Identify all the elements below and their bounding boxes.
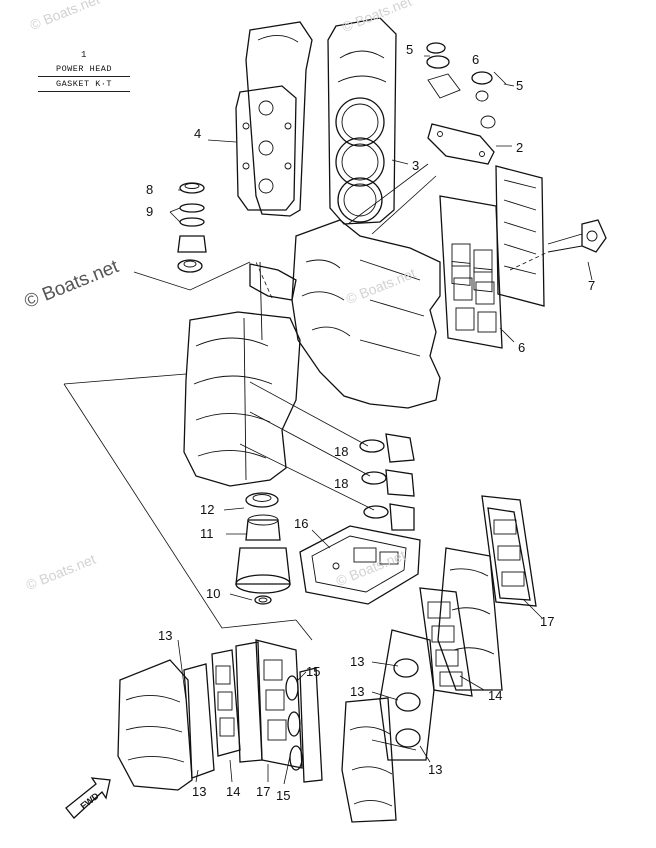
callout-18-top: 18 — [334, 444, 348, 459]
o-rings-part-13-right — [393, 658, 421, 748]
callout-11: 11 — [200, 526, 214, 541]
callout-5-right: 5 — [516, 78, 523, 93]
power-head-base-gasket-part-16 — [299, 525, 421, 605]
thermostat-parts-5-6 — [426, 42, 496, 129]
callout-6-top: 6 — [472, 52, 479, 67]
carburetor-left-rear — [299, 667, 323, 783]
reed-valve-gasket-part-14-right — [419, 587, 473, 697]
lower-seal-parts-10-11-12 — [235, 492, 291, 605]
power-head-gasket-kit-label: 1 POWER HEAD GASKET K·T — [34, 48, 134, 92]
cover-gaskets-part-18 — [359, 433, 415, 531]
callout-10: 10 — [206, 586, 220, 601]
callout-14-left: 14 — [226, 784, 240, 799]
callout-4: 4 — [194, 126, 201, 141]
intake-gasket-part-17-right — [481, 495, 537, 607]
carburetor-left — [117, 659, 215, 791]
kit-title-line1: POWER HEAD — [55, 64, 112, 74]
exhaust-cover-plate — [495, 165, 545, 307]
thermostat-cover-gasket-part-2 — [427, 123, 495, 165]
callout-17-left: 17 — [256, 784, 270, 799]
carburetor-right — [341, 697, 397, 823]
callout-2: 2 — [516, 140, 523, 155]
forward-arrow: FWD — [65, 777, 111, 819]
callout-13-right-3: 13 — [428, 762, 442, 777]
cylinder-head-cover-part-4 — [235, 21, 313, 217]
kit-title-line2: GASKET K·T — [55, 79, 112, 89]
water-pressure-valve-part-7 — [509, 219, 607, 271]
crankcase-block — [183, 219, 441, 487]
callout-6-right: 6 — [518, 340, 525, 355]
callout-labels: 2 3 4 5 5 6 6 7 8 9 10 11 12 13 13 13 13… — [146, 42, 595, 803]
callout-17-right: 17 — [540, 614, 554, 629]
callout-9: 9 — [146, 204, 153, 219]
callout-13-left-bottom: 13 — [192, 784, 206, 799]
callout-5-top: 5 — [406, 42, 413, 57]
o-rings-part-15-left — [285, 675, 303, 771]
callout-12: 12 — [200, 502, 214, 517]
kit-underline-2 — [38, 91, 130, 92]
callout-8: 8 — [146, 182, 153, 197]
callout-13-right-1: 13 — [350, 654, 364, 669]
callout-15-bottom: 15 — [276, 788, 290, 803]
exhaust-gasket-part-6 — [439, 195, 503, 349]
kit-part-number: 1 — [81, 50, 87, 60]
callout-7: 7 — [588, 278, 595, 293]
callout-16: 16 — [294, 516, 308, 531]
callout-15-top: 15 — [306, 664, 320, 679]
reed-valve-body — [379, 629, 435, 761]
leader-lines — [63, 55, 593, 785]
callout-18-bottom: 18 — [334, 476, 348, 491]
fwd-label: FWD — [78, 790, 101, 811]
intake-gasket-part-17-left — [235, 639, 303, 769]
callout-13-left-top: 13 — [158, 628, 172, 643]
callout-13-right-2: 13 — [350, 684, 364, 699]
cylinder-head-gasket-part-3 — [327, 17, 397, 225]
intake-manifold — [437, 547, 503, 691]
kit-underline-1 — [38, 76, 130, 77]
callout-14-right: 14 — [488, 688, 502, 703]
reed-gasket-part-14-left — [211, 649, 241, 757]
callout-3: 3 — [412, 158, 419, 173]
oil-seal-parts-8-9 — [177, 182, 207, 273]
